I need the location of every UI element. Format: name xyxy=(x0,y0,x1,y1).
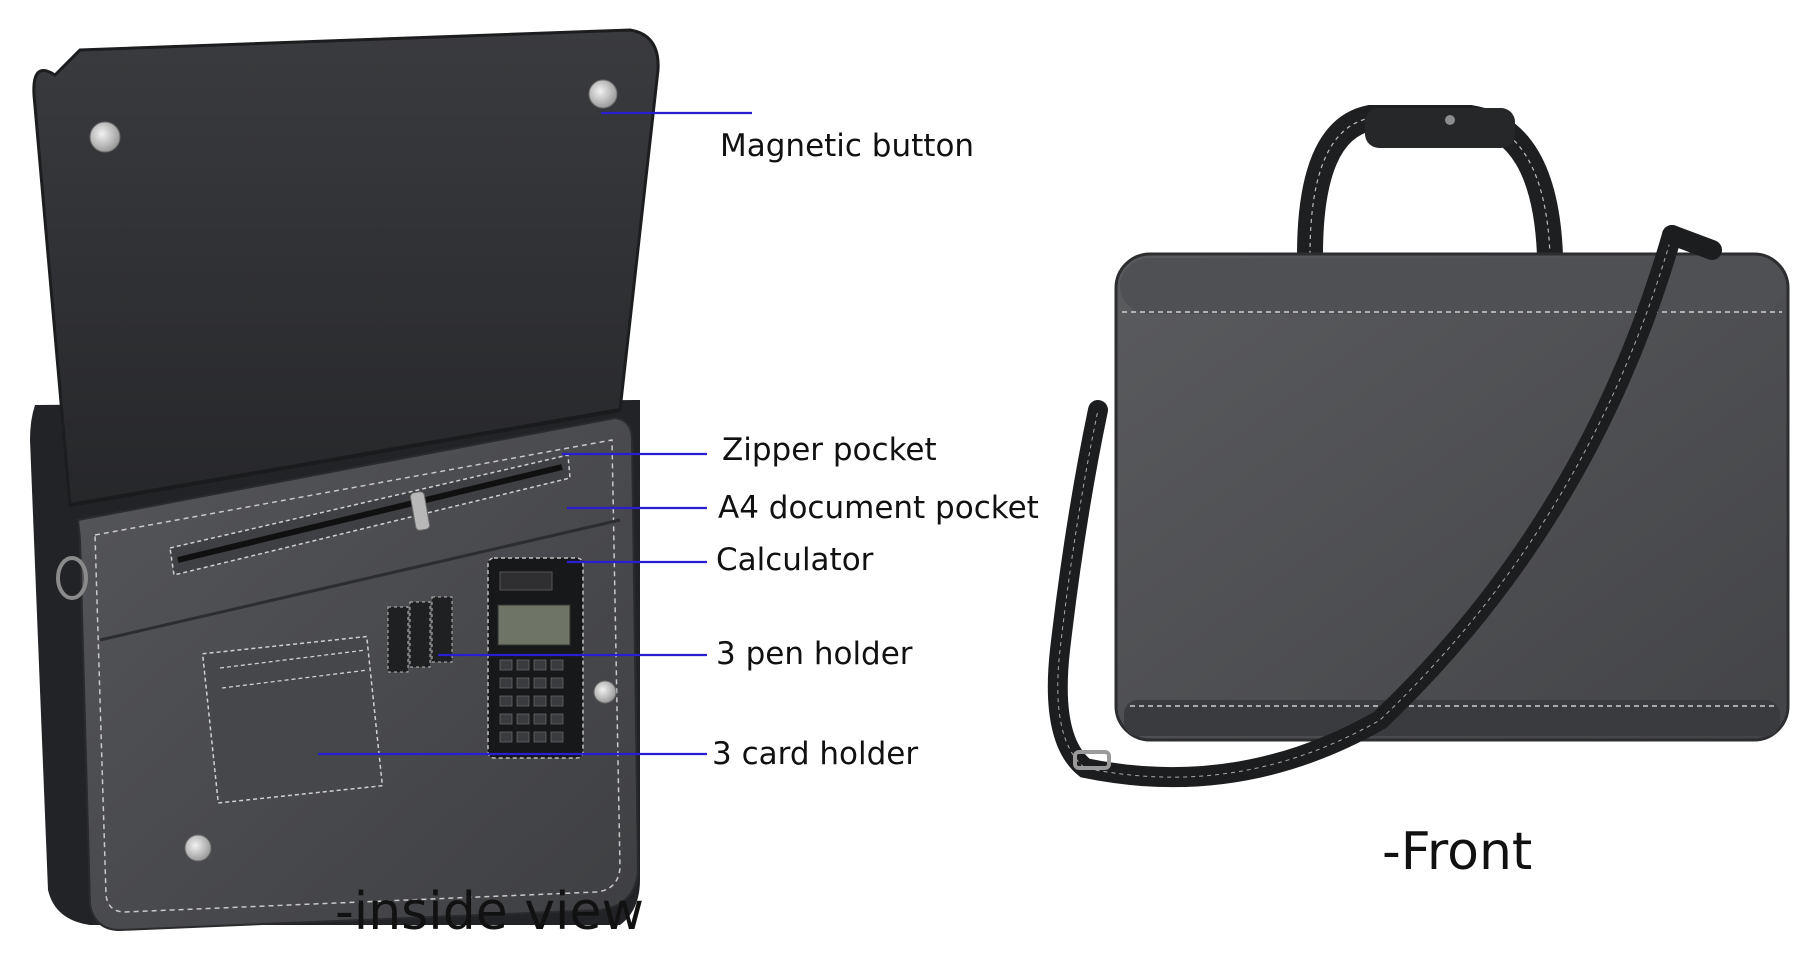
card-slot-2 xyxy=(221,669,369,689)
caption-inside-view: -inside view xyxy=(335,882,644,942)
magnetic-button-panel-right xyxy=(593,680,617,704)
front-body xyxy=(1114,252,1790,742)
open-flap xyxy=(32,28,660,507)
handle-grip xyxy=(1365,108,1515,148)
front-bottom-band xyxy=(1124,700,1780,736)
label-magnetic-button: Magnetic button xyxy=(720,128,975,164)
zipper-pull xyxy=(409,491,431,531)
strap-buckle xyxy=(1073,750,1111,770)
label-pen-holder: 3 pen holder xyxy=(716,636,913,672)
magnetic-button-flap-left xyxy=(89,121,121,153)
flap-inner-edge xyxy=(69,408,621,507)
inside-view-bag xyxy=(30,28,660,932)
strap-end xyxy=(1662,225,1722,260)
caption-front: -Front xyxy=(1382,822,1533,882)
calculator xyxy=(487,557,584,759)
handle-rivet xyxy=(1445,115,1455,125)
label-calculator: Calculator xyxy=(716,542,874,578)
front-top-band xyxy=(1120,258,1784,314)
magnetic-button-flap-right xyxy=(588,79,618,109)
front-view-bag xyxy=(1047,105,1790,788)
organizer-stitch xyxy=(94,439,621,913)
pen-holder xyxy=(387,596,453,673)
a4-pocket-edge xyxy=(99,518,621,642)
magnetic-button-panel-left xyxy=(184,834,212,862)
label-card-holder: 3 card holder xyxy=(712,736,919,772)
leader-lines xyxy=(318,111,752,756)
label-zipper-pocket: Zipper pocket xyxy=(722,432,937,468)
label-a4-document-pocket: A4 document pocket xyxy=(718,490,1039,526)
strap-ring-inside xyxy=(56,556,88,600)
card-holder-pocket xyxy=(201,635,384,804)
card-slot-1 xyxy=(219,649,367,669)
zipper-track xyxy=(177,464,563,563)
